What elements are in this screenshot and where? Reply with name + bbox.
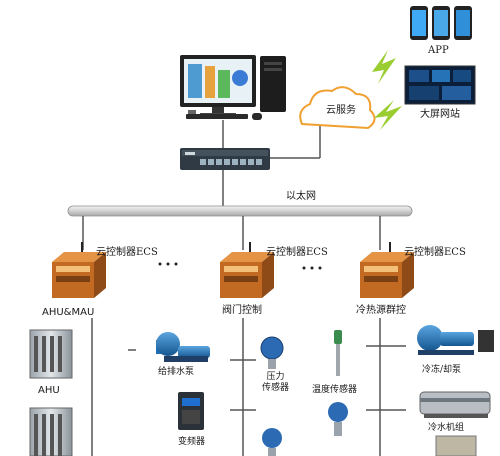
chill-pump-label: 冷冻/却泵: [422, 365, 462, 375]
phone-icon: [410, 6, 472, 40]
cloud-label: 云服务: [326, 105, 356, 116]
inverter-icon: [178, 392, 204, 430]
network-switch-icon: [180, 148, 270, 170]
cloud-icon: [299, 86, 376, 130]
device-lines: [91, 318, 406, 456]
pump-icon: [156, 332, 210, 362]
chiller-icon: [419, 391, 491, 456]
big-screen-icon: [404, 65, 476, 105]
chiller-label: 冷水机组: [428, 423, 465, 433]
connector-lines: [222, 120, 321, 206]
ellipsis-dots: [158, 262, 322, 270]
controller-icon: [52, 242, 414, 298]
bus-drops: [82, 216, 381, 250]
group-label-ahu: AHU&MAU: [42, 307, 95, 318]
chill-pump-icon: [417, 325, 494, 355]
controller-label-1: 云控制器ECS: [96, 247, 158, 258]
temperature-sensor-label: 温度传感器: [312, 385, 358, 395]
ahu-label: AHU: [38, 385, 60, 396]
app-label: APP: [428, 45, 449, 56]
ahu-unit-icon: [29, 329, 73, 456]
ethernet-bus: [67, 205, 413, 217]
computer-icon: [180, 55, 286, 120]
temperature-sensor-icon: [328, 330, 348, 436]
group-label-valve: 阀门控制: [222, 305, 262, 316]
controller-label-3: 云控制器ECS: [404, 247, 466, 258]
controller-label-2: 云控制器ECS: [266, 247, 328, 258]
pressure-sensor-label: 压力 传感器: [262, 372, 290, 394]
signal-icon: [372, 50, 402, 130]
network-label: 以太网: [286, 191, 316, 202]
pressure-sensor-icon: [260, 336, 284, 456]
group-label-plant: 冷热源群控: [356, 305, 406, 316]
inverter-label: 变频器: [178, 437, 206, 447]
dashboard-label: 大屏网站: [420, 109, 460, 120]
pump-label: 给排水泵: [158, 367, 195, 377]
